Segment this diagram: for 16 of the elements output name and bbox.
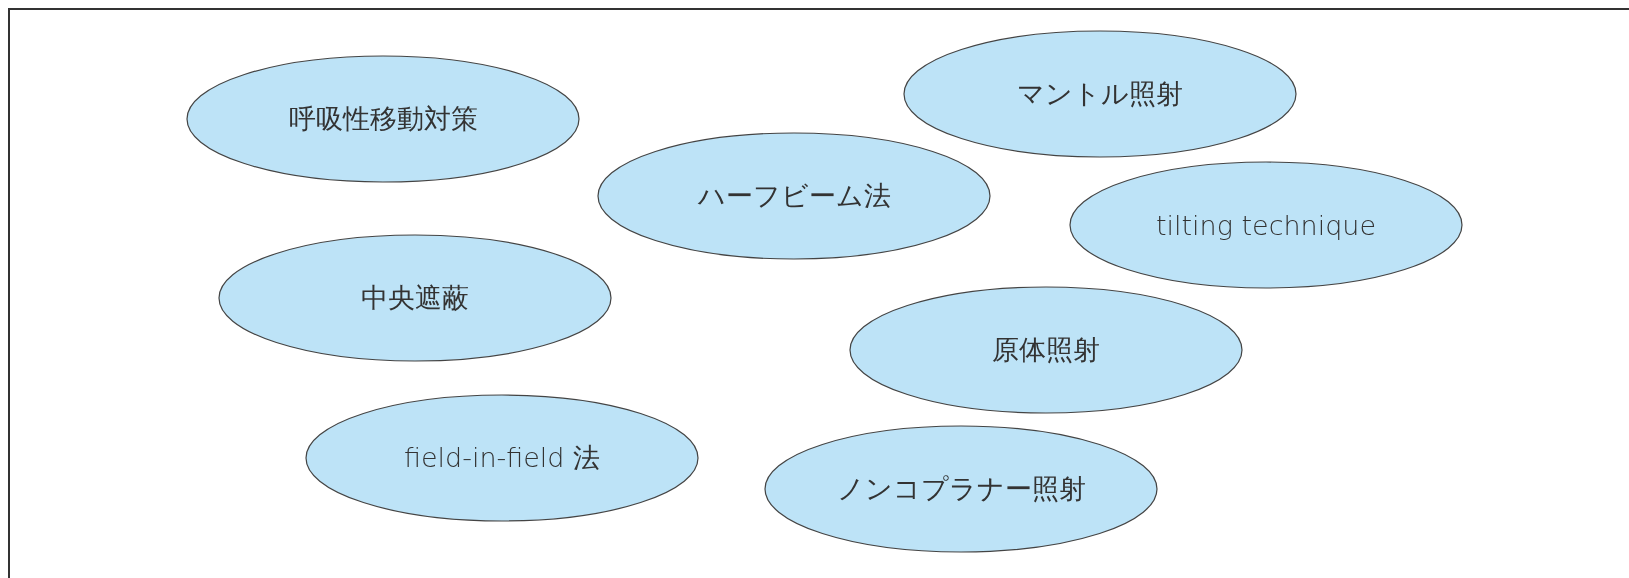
node-label: 原体照射 <box>992 333 1100 367</box>
ellipse-node <box>764 425 1158 553</box>
node-label: 中央遮蔽 <box>361 281 469 315</box>
ellipse-node <box>903 30 1297 158</box>
ellipse-node <box>218 234 612 362</box>
node-label: tilting technique <box>1155 209 1377 241</box>
ellipse-node <box>186 55 580 183</box>
ellipse-node <box>305 394 699 522</box>
node-label: ハーフビーム法 <box>697 179 891 213</box>
ellipse-node <box>1069 161 1463 289</box>
node-label: ノンコプラナー照射 <box>836 472 1086 506</box>
node-label: field-in-field 法 <box>403 441 601 475</box>
node-label: マントル照射 <box>1017 77 1183 111</box>
ellipse-node <box>597 132 991 260</box>
ellipse-node <box>849 286 1243 414</box>
node-label: 呼吸性移動対策 <box>288 102 478 136</box>
